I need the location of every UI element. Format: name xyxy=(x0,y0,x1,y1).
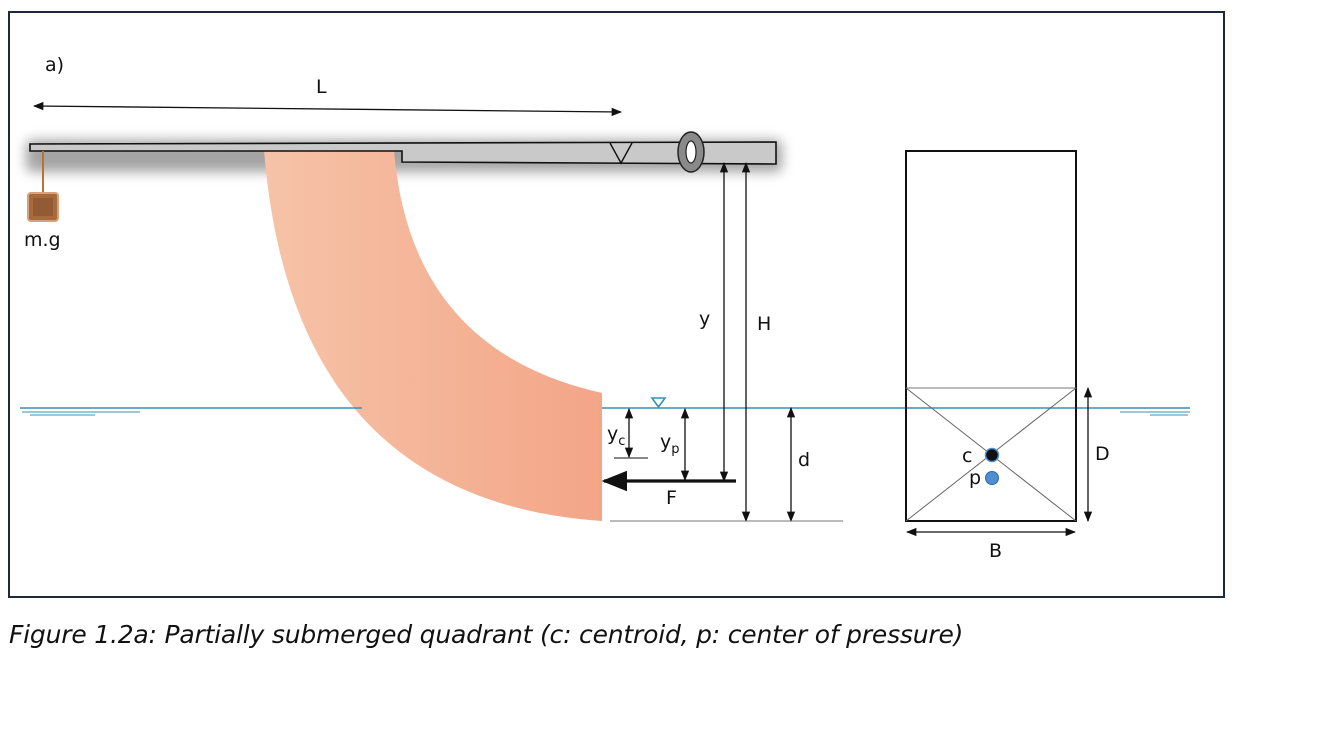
label-yc: yc xyxy=(607,423,625,449)
mass-texture xyxy=(33,198,53,216)
label-F: F xyxy=(666,487,677,509)
label-H: H xyxy=(757,313,771,335)
balance-beam xyxy=(29,141,777,165)
quadrant-body xyxy=(264,150,602,521)
label-D: D xyxy=(1095,443,1110,465)
label-L: L xyxy=(316,76,327,98)
beam-notch xyxy=(609,142,633,165)
centroid-point xyxy=(984,447,1000,463)
length-arrow-L xyxy=(32,101,623,117)
free-surface-symbol xyxy=(650,397,667,409)
pressure-center-point xyxy=(985,471,999,485)
front-view-face xyxy=(905,150,1077,522)
label-centroid: c xyxy=(962,445,972,467)
label-mass: m.g xyxy=(24,229,61,251)
panel-label: a) xyxy=(45,54,64,76)
figure-caption: Figure 1.2a: Partially submerged quadran… xyxy=(9,620,964,649)
label-yp: yp xyxy=(660,431,680,457)
label-B: B xyxy=(989,540,1002,562)
pivot-hole xyxy=(685,140,697,164)
label-d: d xyxy=(798,449,810,471)
label-y: y xyxy=(699,308,710,330)
figure-frame xyxy=(8,11,1225,598)
label-pressure-center: p xyxy=(969,467,981,489)
